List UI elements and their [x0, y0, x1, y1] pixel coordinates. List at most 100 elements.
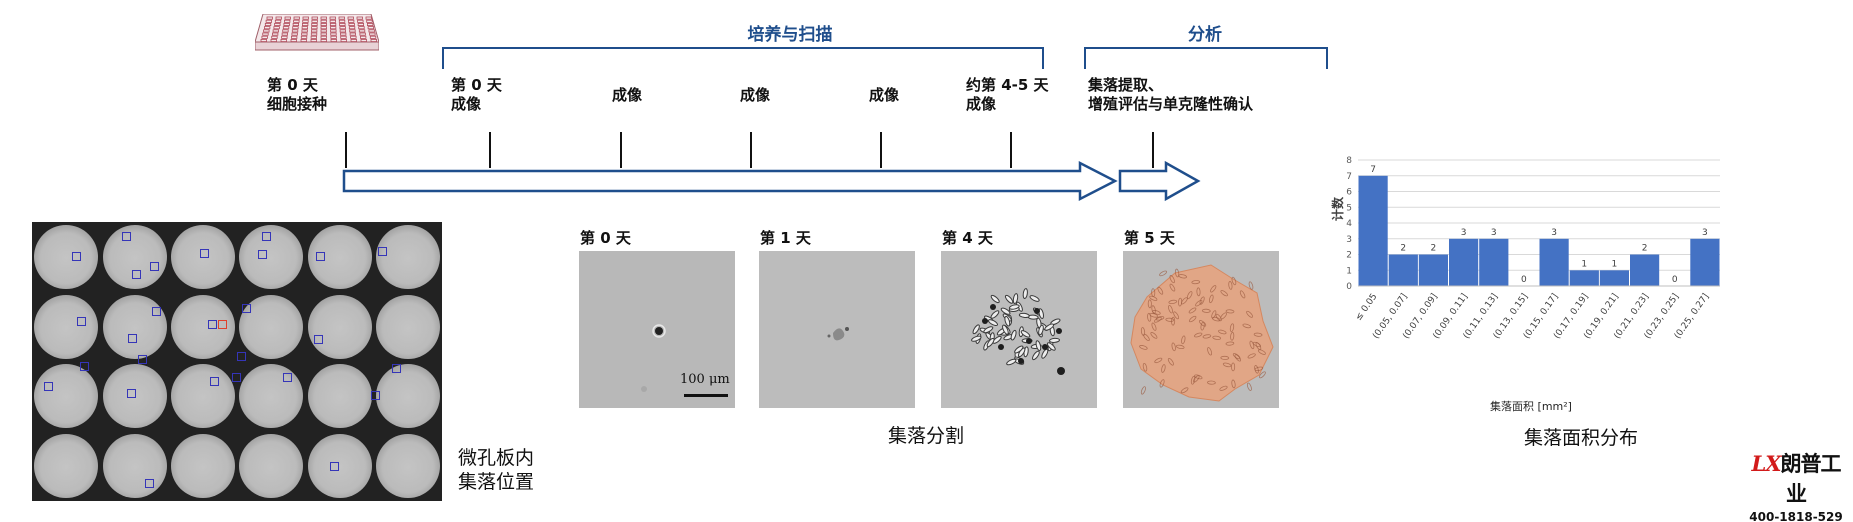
colony-roi-marker: [314, 335, 323, 344]
scale-bar: [684, 394, 728, 397]
cell: [1202, 334, 1212, 339]
cell: [1140, 327, 1146, 336]
plate-well-mark: [350, 38, 357, 42]
cell: [983, 326, 994, 334]
data-label: 2: [1400, 244, 1406, 254]
cell: [1225, 309, 1235, 314]
cell: [1175, 344, 1185, 350]
colony-roi-marker: [138, 355, 147, 364]
y-tick-label: 5: [1346, 203, 1352, 213]
timeline-tick: [1010, 132, 1012, 168]
cell: [1175, 268, 1180, 278]
plate-well-mark: [320, 29, 327, 33]
plate-well-mark: [274, 19, 282, 23]
cell: [1168, 305, 1173, 314]
cell: [1253, 332, 1263, 337]
plate-well-mark: [293, 19, 300, 23]
timeline-tick: [345, 132, 347, 168]
cell-nucleus: [1026, 338, 1032, 344]
plate-well: [34, 224, 99, 289]
timeline-label-day0-imaging: 第 0 天 成像: [451, 76, 502, 113]
phase-culture-label: 培养与扫描: [747, 25, 833, 45]
cell: [1142, 362, 1148, 372]
plate-well: [170, 294, 235, 359]
plate-well-mark: [262, 32, 269, 36]
timeline-label-imaging-2: 成像: [740, 86, 771, 104]
cell: [1231, 276, 1237, 286]
plate-well-mark: [260, 38, 267, 42]
plate-caption: 微孔板内 集落位置: [458, 447, 535, 493]
cell: [1178, 297, 1183, 307]
cell: [1168, 299, 1178, 304]
timeline-tick: [489, 132, 491, 168]
plate-well-mark: [311, 19, 318, 23]
data-label: 2: [1642, 244, 1648, 254]
micrograph-day0: 100 μm: [579, 251, 735, 408]
cell-nucleus: [1057, 367, 1065, 375]
cell: [971, 335, 982, 342]
cell: [1153, 316, 1162, 323]
cell: [1147, 299, 1152, 309]
colony-roi-marker: [150, 262, 159, 271]
cell: [1022, 288, 1028, 300]
cell: [1035, 340, 1042, 351]
bar: [1388, 254, 1418, 286]
y-tick-label: 8: [1346, 156, 1352, 166]
plate-well-mark: [263, 26, 271, 30]
plate-well-mark: [302, 16, 309, 20]
plate-well-mark: [330, 32, 337, 36]
plate-well-mark: [311, 22, 318, 26]
cell: [1012, 293, 1019, 305]
plate-well-mark: [370, 38, 377, 42]
x-tick-label: ≤ 0.05: [1354, 292, 1380, 323]
cell: [1211, 310, 1217, 319]
plate-well-mark: [271, 32, 279, 36]
plate-well-mark: [329, 22, 337, 26]
plate-well-mark: [349, 29, 356, 33]
plate-well-mark: [330, 38, 337, 42]
plate-well-mark: [369, 32, 376, 36]
cell: [1010, 329, 1017, 341]
plate-well-mark: [291, 35, 298, 39]
bar: [1599, 270, 1629, 287]
plate-well: [375, 294, 440, 359]
plate-well: [239, 434, 304, 499]
brand-phone: 400-1818-529: [1749, 510, 1843, 522]
cell: [1231, 362, 1236, 372]
plate-well-mark: [301, 32, 308, 36]
plate-well-mark: [300, 35, 308, 39]
plate-well: [170, 224, 235, 289]
cell: [1157, 286, 1164, 295]
plate-well-mark: [368, 29, 375, 33]
cell: [1195, 299, 1203, 307]
plate-well-mark: [311, 16, 318, 20]
plate-well-mark: [283, 22, 290, 26]
data-label: 2: [1431, 244, 1437, 254]
cell: [1242, 323, 1251, 329]
timeline-label-seeding: 第 0 天 细胞接种: [267, 76, 328, 113]
plate-well-mark: [358, 26, 365, 30]
data-label: 1: [1581, 259, 1587, 269]
cell: [1220, 355, 1230, 360]
cell: [1150, 332, 1158, 339]
plate-well-mark: [301, 26, 308, 30]
plate-well-mark: [282, 26, 290, 30]
cell: [1258, 371, 1266, 379]
cell: [1254, 366, 1264, 372]
cell: [1228, 281, 1233, 290]
cell: [1234, 354, 1242, 362]
cell: [1169, 283, 1176, 292]
bar: [1539, 238, 1569, 287]
cell: [1246, 382, 1252, 391]
cell: [1000, 307, 1011, 315]
cell: [987, 319, 999, 327]
colony-roi-marker: [210, 377, 219, 386]
cell: [1038, 308, 1044, 319]
cell: [1207, 347, 1213, 356]
colony-roi-marker: [371, 391, 380, 400]
micrograph-day1: [759, 251, 915, 408]
cell: [1247, 353, 1256, 359]
plate-well-mark: [349, 32, 356, 36]
plate-well-mark: [348, 22, 355, 26]
